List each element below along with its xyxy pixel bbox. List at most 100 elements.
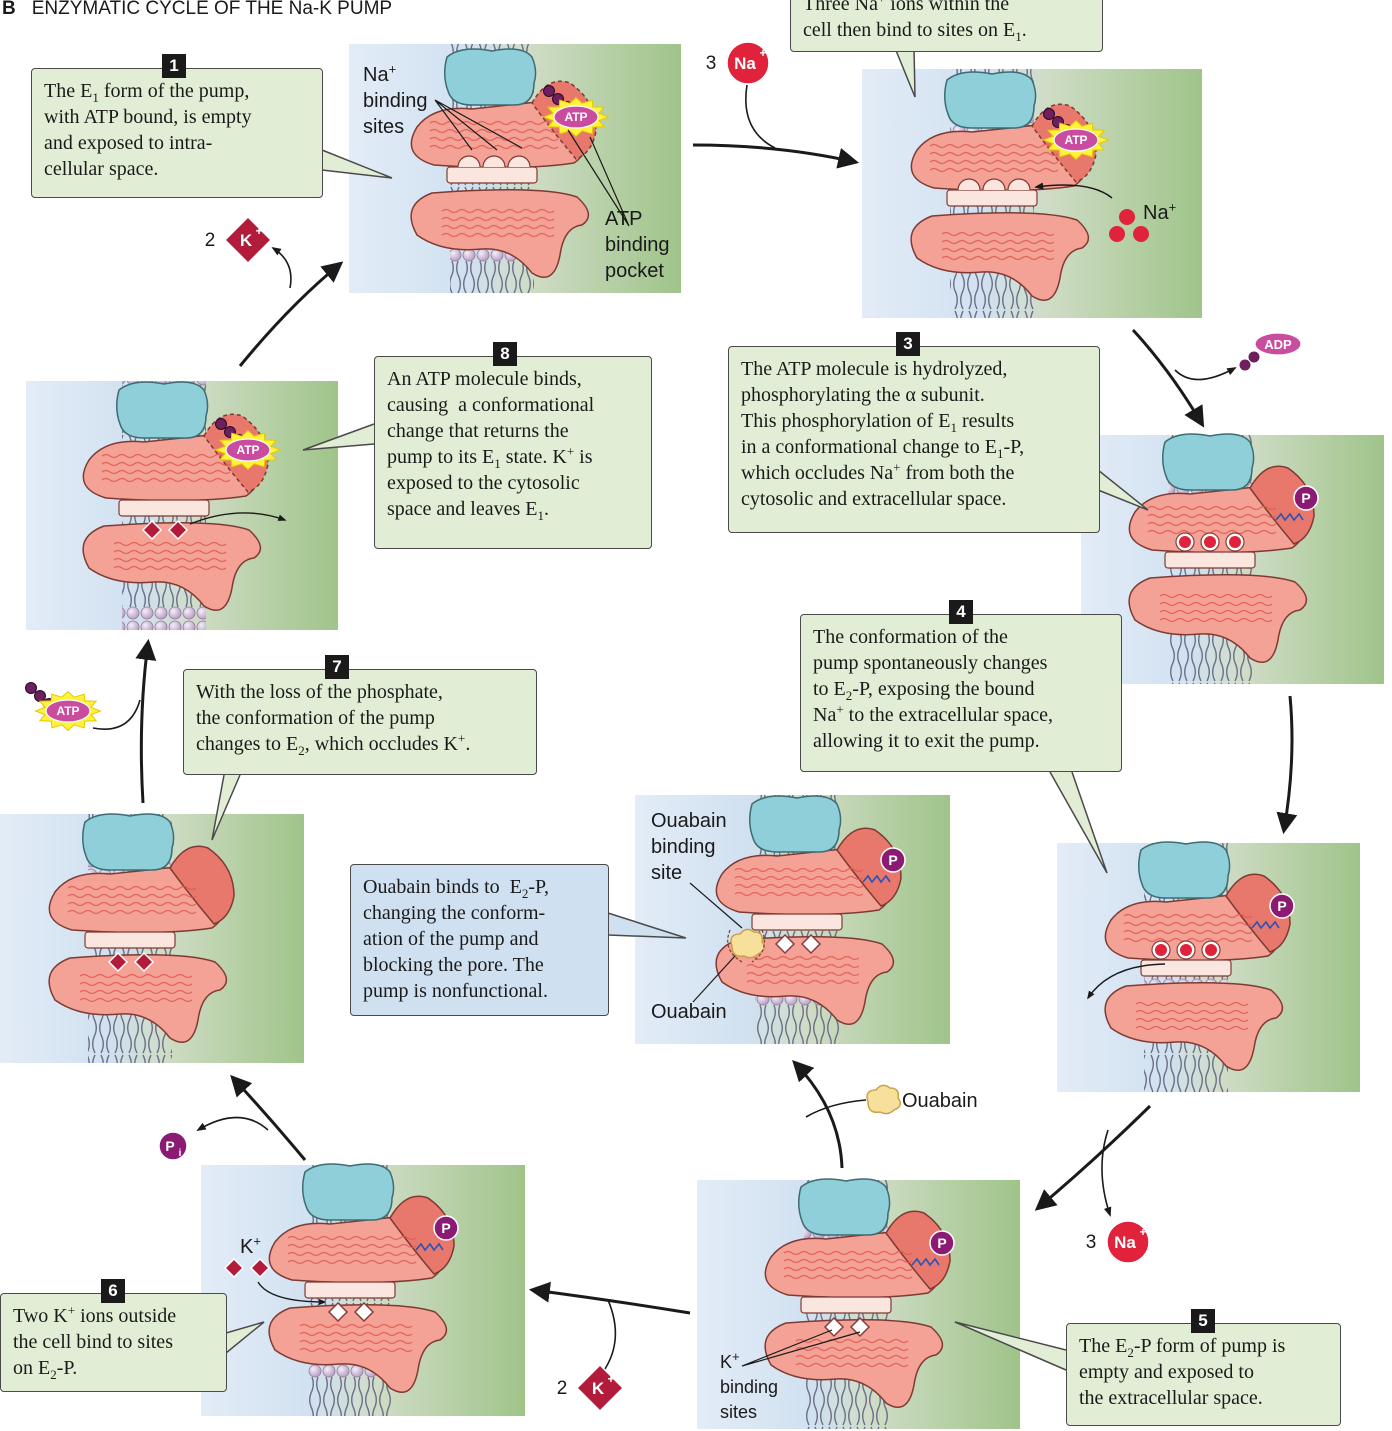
potassium-exit-arrow [189, 512, 287, 525]
sodium-ions-released: Na+3 [1086, 1220, 1150, 1264]
k-ions-outside-label: K+ [240, 1233, 261, 1258]
ouabain-callout-line: Ouabain binds to E2-P, [363, 876, 549, 901]
pump-pore [118, 499, 210, 517]
pump-pore [1164, 551, 1256, 569]
pump-state-7 [48, 813, 235, 1043]
step-3-line: in a conformational change to E1-P, [741, 436, 1025, 461]
leader-lines [434, 99, 861, 1367]
potassium-ions-entering: K+2 [557, 1363, 625, 1413]
phosphate-symbol: P [1269, 893, 1295, 919]
ion-count: 2 [557, 1378, 568, 1399]
ouabain-free-label: Ouabain [902, 1090, 978, 1112]
callout-5-pointer [954, 1321, 1067, 1371]
pump-beta-subunit [82, 813, 175, 871]
step-8-line: An ATP molecule binds, [387, 368, 582, 390]
phosphate-label: P [441, 1220, 450, 1236]
na-binding-site [1007, 178, 1031, 191]
arrow-4-to-5 [1034, 1104, 1152, 1211]
phosphate-label: P [888, 852, 897, 868]
pump-pore [446, 166, 538, 184]
adp-release-arrow [1174, 367, 1237, 381]
atp-binding-pocket-line: pocket [605, 260, 664, 282]
pump-lower-domain [82, 522, 262, 611]
charge-label: + [255, 224, 262, 238]
phosphate-symbol: P [880, 847, 906, 873]
bound-ouabain-molecule [730, 928, 765, 959]
atp-binding-pocket-line: ATP [605, 208, 643, 230]
pi-subscript: i [179, 1148, 182, 1159]
ouabain-callout-line: ation of the pump and [363, 928, 539, 950]
step-5-line: The E2-P form of pump is [1079, 1335, 1286, 1360]
step-7-line: changes to E2, which occludes K+. [196, 730, 471, 758]
bound-sodium-ion [1201, 940, 1221, 960]
callout-8-pointer [302, 423, 375, 451]
na-binding-sites-label: Na+ binding sites [363, 62, 428, 140]
na-binding-sites-leader [434, 99, 523, 151]
pump-state-6: P [268, 1163, 459, 1393]
step-8-line: change that returns the [387, 420, 569, 442]
empty-k-site [327, 1301, 349, 1323]
pump-pore [751, 913, 843, 931]
ion-count: 2 [205, 230, 216, 251]
phosphate-symbol: P [433, 1215, 459, 1241]
pump-nucleotide-domain [1225, 873, 1291, 953]
step-6-callout: Two K+ ions outside the cell bind to sit… [0, 1293, 227, 1392]
step-8-number: 8 [493, 342, 517, 366]
k-release-arrow [271, 246, 292, 289]
step-3-line: which occludes Na+ from both the [741, 459, 1015, 484]
bound-sodium-ion [1200, 532, 1220, 552]
ion-count: 3 [706, 53, 717, 74]
step-7-number: 7 [325, 655, 349, 679]
pump-lower-domain [48, 954, 228, 1043]
step-4-line: allowing it to exit the pump. [813, 730, 1040, 752]
ouabain-molecule-label: Ouabain [651, 1001, 727, 1023]
na-binding-site [457, 155, 481, 168]
step-3-line: cytosolic and extracellular space. [741, 488, 1007, 510]
step-5-number: 5 [1191, 1309, 1215, 1333]
step-2-line: Three Na+ ions within the [803, 0, 1010, 15]
step-3-callout: The ATP molecule is hydrolyzed, phosphor… [728, 346, 1100, 533]
ouabain-callout-line: blocking the pore. The [363, 954, 544, 976]
pump-pore [304, 1281, 396, 1299]
arrow-5-to-ouabain [792, 1059, 844, 1169]
bound-potassium-ion [141, 519, 163, 541]
phosphate-bond [1275, 512, 1304, 522]
charge-label: + [1139, 1225, 1146, 1239]
sodium-exit-arrow [1087, 963, 1166, 1000]
na-binding-site [957, 178, 981, 191]
step-4-number: 4 [949, 600, 973, 624]
atp-label: ATP [56, 704, 79, 718]
pump-lower-domain [910, 212, 1090, 301]
step-8-line: pump to its E1 state. K+ is [387, 443, 593, 471]
pump-beta-subunit [116, 381, 209, 439]
ouabain-binding-site-line: site [651, 862, 683, 884]
cycle-arrows [135, 143, 1298, 1315]
step-6-line: the cell bind to sites [13, 1331, 173, 1353]
pump-beta-subunit [302, 1163, 395, 1221]
k-binding-sites-leader [741, 1329, 861, 1367]
k-in-entry-arrow [602, 1299, 617, 1373]
potassium-binding-arrow [257, 1281, 327, 1306]
pump-lower-domain [764, 1319, 944, 1408]
potassium-ion [249, 1257, 271, 1279]
pump-state-4: P [1104, 841, 1295, 1071]
step-4-line: pump spontaneously changes [813, 652, 1048, 674]
ouabain-callout-pointer [607, 912, 687, 939]
free-ouabain-molecule [866, 1084, 901, 1115]
atp-label: ATP [564, 110, 587, 124]
ouabain-callout-line: pump is nonfunctional. [363, 980, 548, 1002]
pump-state-5: P [764, 1178, 955, 1408]
bound-potassium-ion [167, 519, 189, 541]
step-6-number: 6 [101, 1279, 125, 1303]
bound-potassium-ion [133, 951, 155, 973]
step-6-line: Two K+ ions outside [13, 1302, 177, 1327]
ouabain-binding-site-line: Ouabain [651, 810, 727, 832]
step-8-line: causing a conformational [387, 394, 595, 416]
pump-beta-subunit [1138, 841, 1231, 899]
na-ions-inside-label: Na+ [1143, 199, 1177, 224]
callout-6-pointer [225, 1321, 265, 1354]
potassium-ion [223, 1257, 245, 1279]
